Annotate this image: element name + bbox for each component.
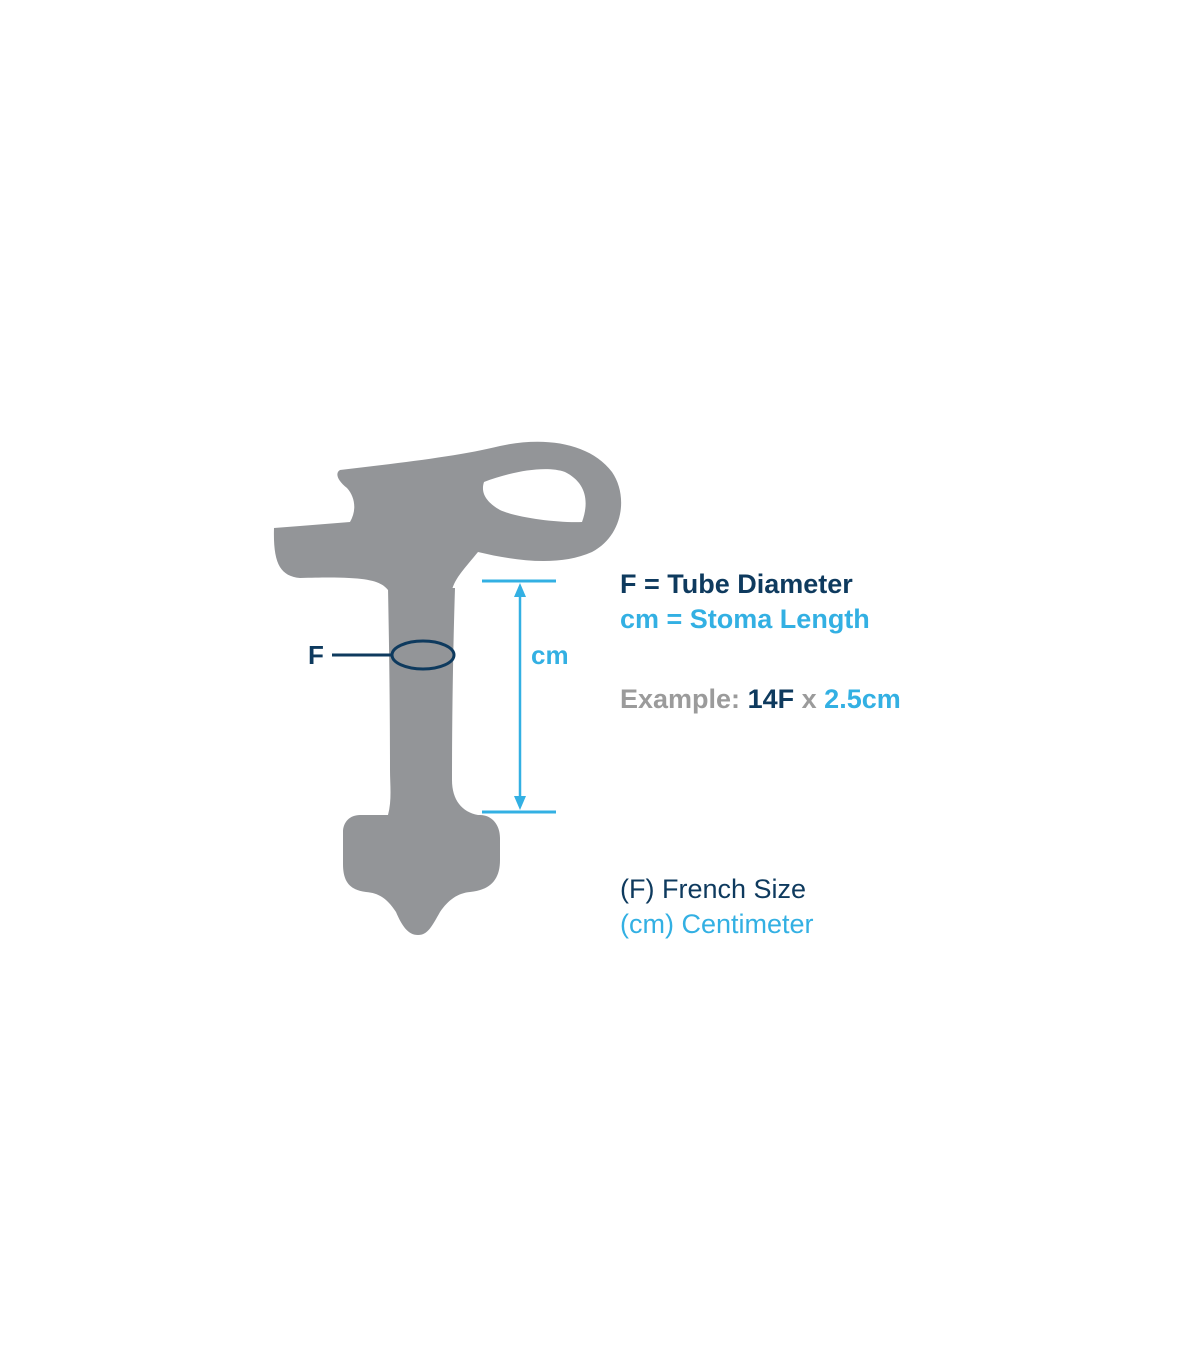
legend-stoma-length: cm = Stoma Length <box>620 604 870 634</box>
stoma-length-arrow-head-up <box>514 583 526 597</box>
device-bumper-silhouette <box>343 815 500 935</box>
key-centimeter: (cm) Centimeter <box>620 909 814 939</box>
example-f-value: 14F <box>747 684 795 714</box>
key-french-size: (F) French Size <box>620 874 807 904</box>
example-cm-value: 2.5cm <box>824 684 901 714</box>
legend-tube-diameter: F = Tube Diameter <box>620 569 853 599</box>
f-marker-label: F <box>308 640 324 670</box>
example-label: Example: <box>620 684 741 714</box>
device-shaft-silhouette <box>388 588 478 815</box>
example-separator: x <box>801 684 817 714</box>
example-line: Example: 14F x 2.5cm <box>620 686 901 713</box>
stoma-length-arrow-head-down <box>514 796 526 810</box>
device-cap-silhouette <box>273 441 622 590</box>
cm-marker-label: cm <box>531 640 569 670</box>
